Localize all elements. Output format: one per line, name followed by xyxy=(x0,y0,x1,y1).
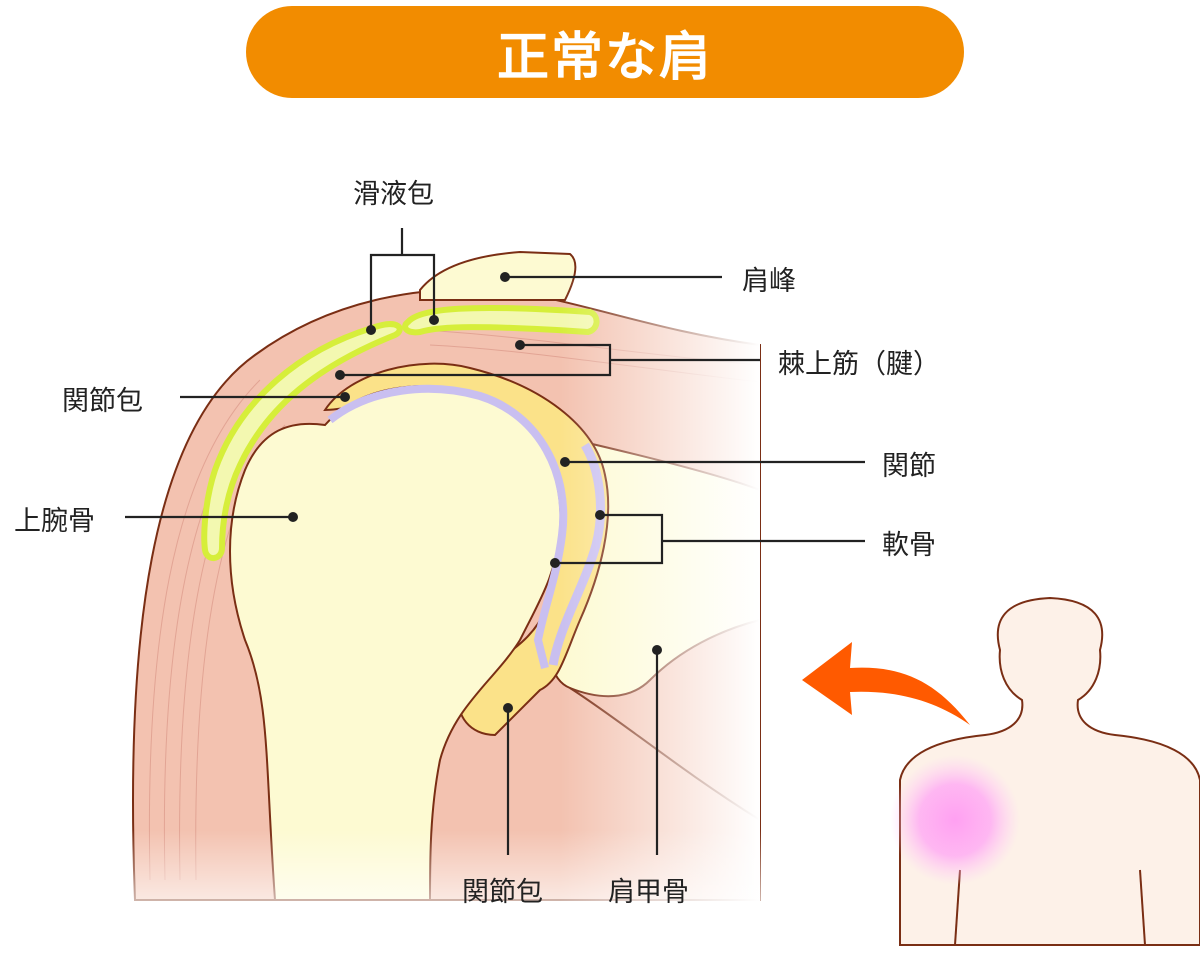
humeral-cartilage xyxy=(327,384,568,669)
leader-dots xyxy=(288,272,662,713)
label-acromion: 肩峰 xyxy=(742,266,796,297)
label-capsule-left: 関節包 xyxy=(62,386,143,417)
title-banner: 正常な肩 xyxy=(246,6,964,98)
label-bursa: 滑液包 xyxy=(353,179,434,210)
label-humerus: 上腕骨 xyxy=(14,506,95,537)
label-scapula: 肩甲骨 xyxy=(608,877,689,908)
leader-lines xyxy=(125,228,865,855)
label-joint: 関節 xyxy=(882,451,936,482)
label-cartilage: 軟骨 xyxy=(882,530,936,561)
bursa-lateral xyxy=(201,321,403,561)
label-supraspinatus: 棘上筋（腱） xyxy=(778,349,940,380)
pointer-arrow xyxy=(802,642,970,725)
page-title: 正常な肩 xyxy=(496,27,713,88)
pain-highlight xyxy=(890,755,1020,885)
label-capsule-bottom: 関節包 xyxy=(462,877,543,908)
